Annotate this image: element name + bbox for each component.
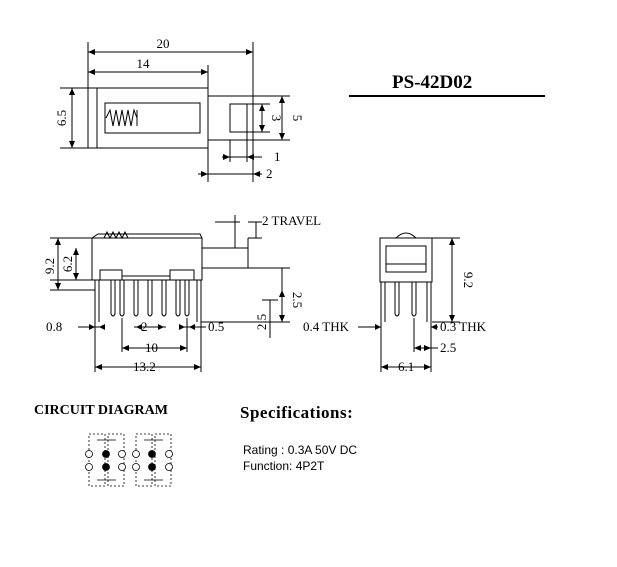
top-view-knob bbox=[229, 103, 248, 133]
specifications-title: Specifications: bbox=[240, 403, 353, 422]
dim-body-length: 13.2 bbox=[133, 359, 156, 374]
dim-left-thk: 0.4 THK bbox=[303, 319, 350, 334]
dim-knob-height: 5 bbox=[290, 115, 305, 122]
spec-rating: Rating : 0.3A 50V DC bbox=[243, 443, 357, 457]
dim-pin-offset: 2.5 bbox=[440, 340, 456, 355]
pin-open-icon bbox=[132, 463, 140, 471]
pin-open-icon bbox=[118, 463, 126, 471]
pin-filled-icon bbox=[102, 463, 110, 471]
spec-function: Function: 4P2T bbox=[243, 459, 325, 473]
dim-end-height: 9.2 bbox=[461, 272, 476, 288]
pin-open-icon bbox=[85, 463, 93, 471]
dim-pitch: 2 bbox=[141, 319, 148, 334]
end-view bbox=[358, 232, 460, 372]
pin-filled-icon bbox=[148, 463, 156, 471]
dim-knob-width: 3 bbox=[269, 115, 284, 122]
side-view-actuator bbox=[201, 247, 249, 269]
circuit-schematic bbox=[85, 433, 173, 487]
dim-pin-edge: 0.8 bbox=[46, 319, 62, 334]
end-view-body bbox=[379, 237, 433, 283]
pin-filled-icon bbox=[102, 450, 110, 458]
circuit-title: CIRCUIT DIAGRAM bbox=[34, 403, 168, 418]
pin-open-icon bbox=[85, 450, 93, 458]
pin-open-icon bbox=[132, 450, 140, 458]
pin-open-icon bbox=[165, 463, 173, 471]
dim-offset-1: 1 bbox=[274, 149, 281, 164]
dim-side-height-total: 9.2 bbox=[42, 258, 57, 274]
side-spring-icon bbox=[103, 230, 129, 240]
dim-pins-span: 10 bbox=[145, 340, 158, 355]
dim-height: 6.5 bbox=[54, 110, 69, 126]
dim-pin-len-a: 2.5 bbox=[290, 292, 305, 308]
dim-right-thk: 0.3 THK bbox=[440, 319, 487, 334]
side-view-body bbox=[91, 237, 203, 281]
pin-open-icon bbox=[165, 450, 173, 458]
pin-filled-icon bbox=[148, 450, 156, 458]
dim-slider-length: 14 bbox=[137, 56, 151, 71]
part-number: PS-42D02 bbox=[392, 72, 472, 93]
dim-side-height-body: 6.2 bbox=[60, 256, 75, 272]
dim-end-width: 6.1 bbox=[398, 359, 414, 374]
pin-open-icon bbox=[118, 450, 126, 458]
spring-icon bbox=[105, 108, 138, 127]
dim-pin-thk: 0.5 bbox=[208, 319, 224, 334]
top-view bbox=[60, 42, 290, 182]
side-view bbox=[50, 215, 290, 372]
top-view-slider bbox=[104, 102, 201, 134]
dim-pin-len-b: 2.5 bbox=[254, 314, 269, 330]
dim-offset-2: 2 bbox=[266, 166, 273, 181]
dim-overall-length: 20 bbox=[157, 36, 170, 51]
dim-travel: 2 TRAVEL bbox=[262, 213, 321, 228]
